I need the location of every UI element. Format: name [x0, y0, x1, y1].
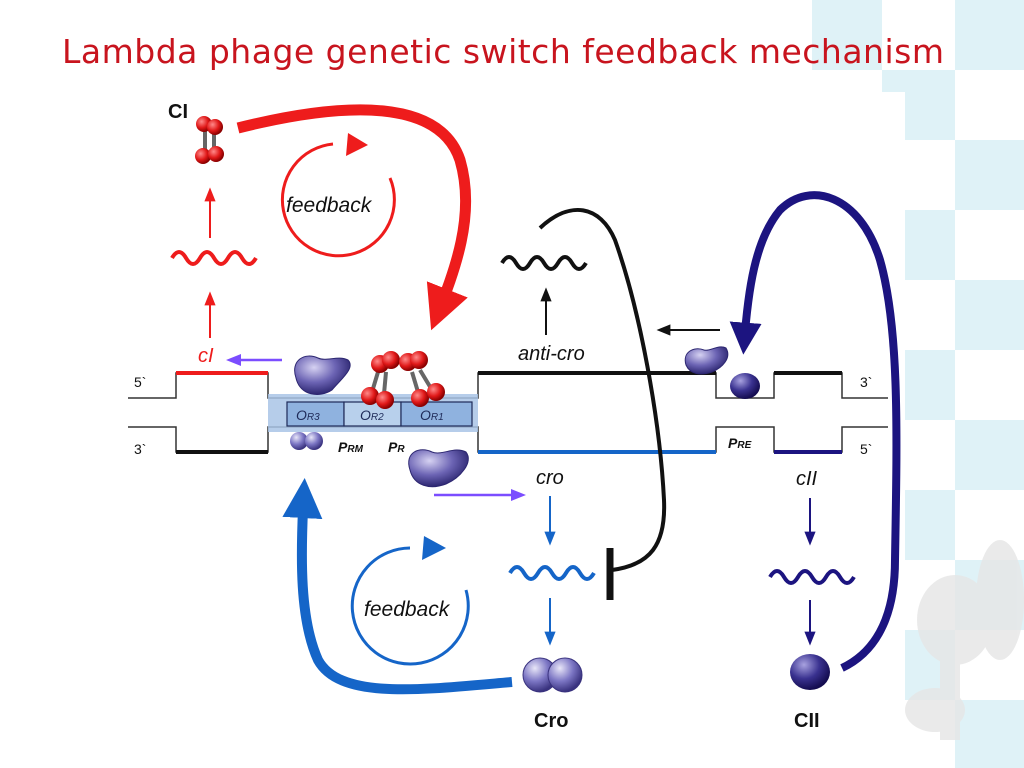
- anti-cro-label: anti-cro: [518, 343, 585, 365]
- cro-protein-label: Cro: [534, 710, 568, 732]
- dna-top-strand: [128, 372, 888, 399]
- rna-polymerase-prm-icon: [294, 355, 351, 395]
- three-prime-right: 3`: [860, 374, 872, 390]
- five-prime-right: 5`: [860, 441, 872, 457]
- cro-feedback-big-arrow: [282, 478, 513, 695]
- or3-label: OR3: [296, 407, 320, 423]
- feedback-bottom-cycle-arrow: [350, 546, 470, 666]
- anti-cro-inhibition-line: [538, 207, 667, 572]
- feedback-top-cycle-arrow: [280, 142, 396, 258]
- feedback-bottom-cycle-head: [422, 536, 446, 560]
- cii-bound-icon: [730, 373, 760, 399]
- three-prime-left: 3`: [134, 441, 146, 457]
- feedback-bottom-label: feedback: [364, 598, 451, 621]
- or2-label: OR2: [360, 407, 384, 423]
- or3-box: [286, 401, 345, 427]
- cro-mrna-icon: [508, 565, 596, 581]
- pr-label: PR: [388, 439, 405, 455]
- or1-label: OR1: [420, 407, 444, 423]
- page-title: Lambda phage genetic switch feedback mec…: [62, 32, 945, 71]
- ci-protein-label: CI: [168, 101, 188, 123]
- cii-gene-label: cII: [796, 468, 818, 490]
- rna-polymerase-pre-icon: [684, 346, 729, 375]
- ci-bound-dimer-2-icon: [399, 351, 445, 407]
- ci-feedback-big-arrow: [236, 104, 472, 331]
- cro-bound-dimer-icon: [290, 432, 323, 450]
- cii-mrna-icon: [768, 569, 856, 585]
- cii-feedback-big-arrow: [729, 191, 901, 672]
- cii-protein-label: CII: [794, 710, 820, 732]
- ci-gene-label: cI: [198, 345, 214, 367]
- dna-bottom-strand: [128, 426, 888, 453]
- rna-polymerase-pr-icon: [408, 449, 469, 488]
- five-prime-left: 5`: [134, 374, 146, 390]
- cii-protein-icon: [790, 654, 830, 690]
- cro-dimer-icon: [522, 657, 583, 693]
- prm-label: PRM: [338, 439, 364, 455]
- pre-label: PRE: [728, 435, 752, 451]
- anti-cro-mrna-icon: [500, 255, 588, 271]
- ci-bound-dimer-1-icon: [361, 351, 400, 409]
- feedback-top-label: feedback: [286, 194, 373, 217]
- ci-dimer-icon: [195, 116, 224, 164]
- cro-gene-label: cro: [536, 467, 564, 489]
- feedback-top-cycle-head: [346, 133, 368, 156]
- ci-mrna-icon: [170, 250, 258, 266]
- or1-box: [400, 401, 473, 427]
